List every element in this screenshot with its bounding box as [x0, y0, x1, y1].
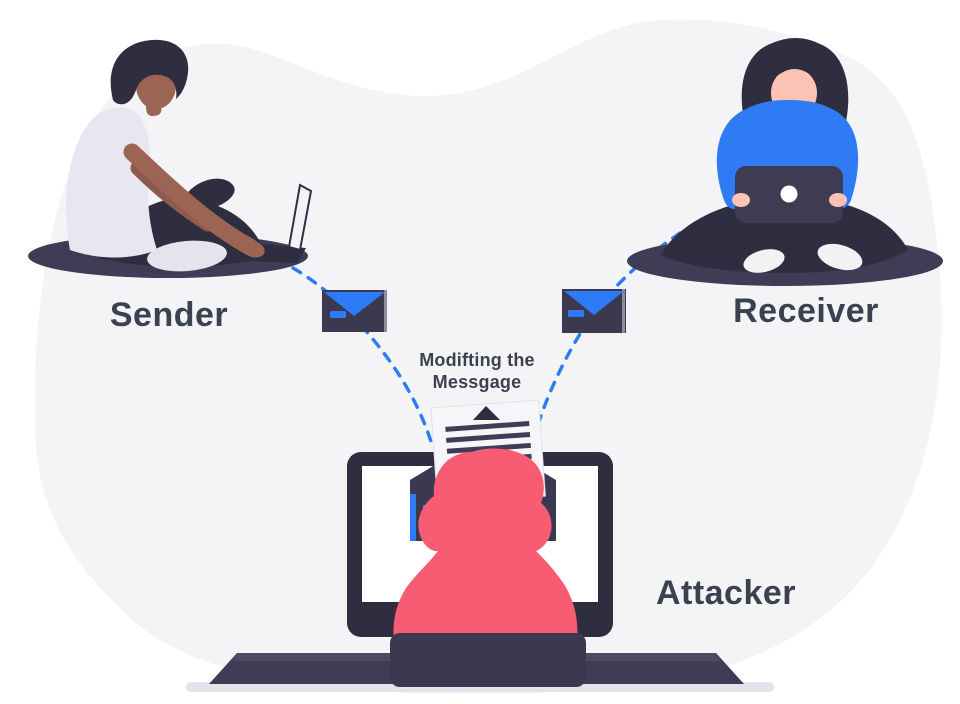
receiver-figure [627, 38, 943, 286]
document-top-arrow [473, 406, 500, 420]
sender-arm [123, 143, 259, 256]
annotation-line-2: Messgage [433, 372, 522, 392]
envelope-left-flap [324, 292, 385, 316]
envelope-right-stamp [568, 310, 584, 317]
envelope-right-flap [564, 291, 624, 315]
receiver-label: Receiver [733, 292, 879, 330]
sender-laptop-screen [287, 183, 313, 252]
attacker-label: Attacker [656, 574, 796, 612]
receiver-hand-left [732, 193, 750, 207]
document-line-3 [446, 442, 531, 454]
sender-label: Sender [110, 296, 228, 334]
document-line-1 [445, 420, 530, 432]
attacker-hoodie-figure [393, 448, 578, 640]
receiver-hand-right [829, 193, 847, 207]
receiver-laptop-logo [780, 185, 798, 203]
background-blob [34, 19, 942, 694]
sender-hand [241, 240, 265, 258]
screen-envelope-blue-edge [410, 494, 416, 541]
receiver-shoe-right [817, 243, 863, 271]
sender-shoe [147, 240, 227, 272]
document-line-2 [446, 431, 531, 443]
envelope-icon-left [322, 290, 387, 332]
sender-figure [28, 39, 313, 278]
receiver-fringe [765, 56, 825, 88]
envelope-left-edge-highlight [384, 290, 387, 332]
envelope-left-stamp [330, 311, 346, 318]
monitor-stand [390, 633, 586, 687]
envelope-right-edge-highlight [622, 289, 625, 333]
sender-hair [110, 39, 189, 105]
attacker-scene [186, 399, 774, 692]
envelope-icon-right [562, 289, 626, 333]
receiver-shoe-left [743, 249, 785, 273]
annotation-line-1: Modifting the [419, 350, 535, 370]
